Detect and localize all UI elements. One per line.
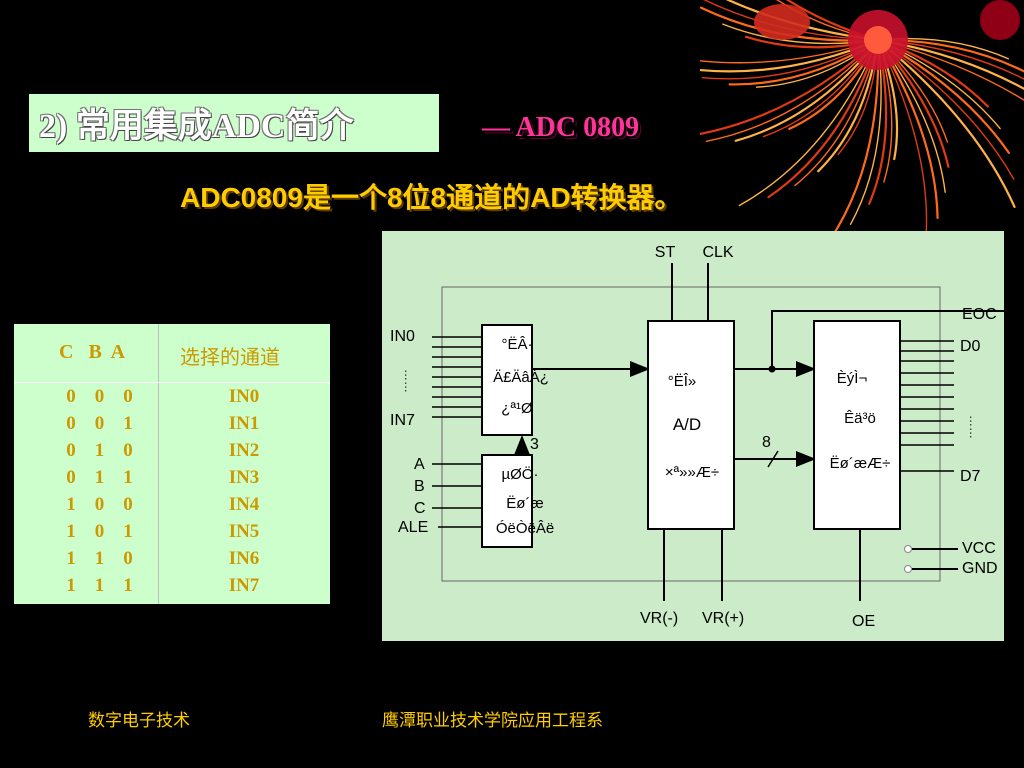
- input-bit-b: 1: [94, 575, 105, 596]
- table-row-channel: IN1: [228, 413, 260, 434]
- in7-label: IN7: [390, 412, 415, 429]
- footer-department: 鹰潭职业技术学院应用工程系: [382, 711, 603, 731]
- ale-label: ALE: [398, 519, 428, 536]
- data-output-lines: [900, 340, 954, 472]
- gnd-pin: [904, 565, 912, 573]
- input-bit-a: 1: [123, 521, 133, 542]
- input-bit-b: 0: [94, 413, 105, 434]
- chip-outline: [441, 286, 941, 582]
- input-bit-c: 0: [66, 440, 76, 461]
- input-bit-a: 1: [123, 413, 133, 434]
- input-bit-c: 1: [66, 494, 76, 515]
- description-text: ADC0809是一个8位8通道的AD转换器。: [180, 182, 683, 213]
- addr-b-label: B: [414, 478, 425, 495]
- table-row-channel: IN4: [228, 494, 260, 515]
- adc-line-3: ×ª»»Æ÷: [665, 464, 719, 481]
- input-bit-b: 0: [94, 494, 105, 515]
- latch-line-3: Ëø´æÆ÷: [830, 455, 891, 472]
- bus-width-3: 3: [530, 436, 539, 453]
- decoder-line-3: ÓëÒëÂë: [496, 520, 554, 537]
- table-row-channel: IN3: [228, 467, 260, 488]
- input-bit-c: 1: [66, 575, 76, 596]
- mux-line-3: ¿ª¹Ø: [501, 400, 533, 417]
- decoder-line-1: µØÖ·: [502, 465, 539, 483]
- vr-plus-label: VR(+): [702, 610, 744, 627]
- adc-block: [647, 320, 735, 530]
- table-row-channel: IN5: [228, 521, 260, 542]
- input-bit-c: 1: [66, 521, 76, 542]
- addr-a-label: A: [414, 456, 425, 473]
- vcc-pin: [904, 545, 912, 553]
- vcc-label: VCC: [962, 540, 996, 557]
- firework-decoration: [700, 0, 1024, 240]
- table-row-channel: IN7: [228, 575, 260, 596]
- input-bit-a: 1: [123, 467, 133, 488]
- footer-course: 数字电子技术: [88, 711, 190, 731]
- firework-ray: [877, 39, 1024, 101]
- in-dots: ……: [402, 369, 416, 393]
- table-row-channel: IN2: [228, 440, 260, 461]
- gnd-label: GND: [962, 560, 998, 577]
- bus-width-8: 8: [762, 434, 771, 451]
- address-decoder-block: [481, 454, 533, 548]
- input-bit-a: 0: [123, 494, 133, 515]
- input-bit-b: 1: [94, 548, 105, 569]
- adc-line-1: °ËÎ»: [668, 373, 697, 390]
- oe-label: OE: [852, 613, 875, 630]
- addr-c-label: C: [414, 500, 426, 517]
- analog-input-lines: [432, 336, 482, 418]
- input-bit-b: 0: [94, 386, 105, 407]
- eoc-line: [771, 310, 1004, 369]
- adc-line-2: A/D: [673, 415, 701, 434]
- address-input-lines: [432, 463, 482, 528]
- table-header-channel: 选择的通道: [180, 347, 280, 369]
- bus-slash: [767, 450, 779, 468]
- d7-label: D7: [960, 468, 981, 485]
- in0-label: IN0: [390, 328, 415, 345]
- table-divider: [158, 324, 159, 604]
- latch-line-1: ÈýÌ¬: [837, 370, 868, 387]
- clk-label: CLK: [702, 244, 733, 261]
- mux-block: [481, 324, 533, 436]
- firework-ray: [700, 39, 879, 64]
- out-dots: ……: [967, 415, 981, 439]
- table-row-channel: IN6: [228, 548, 260, 569]
- vr-minus-label: VR(-): [640, 610, 678, 627]
- chip-name-subtitle: — ADC 0809: [482, 112, 640, 143]
- input-bit-a: 0: [123, 386, 133, 407]
- table-header-inputs: C B A: [59, 341, 126, 363]
- input-bit-c: 0: [66, 413, 76, 434]
- decoder-line-2: Ëø´æ: [506, 495, 544, 512]
- latch-line-2: Êä³ö: [844, 410, 876, 427]
- input-bit-c: 0: [66, 467, 76, 488]
- table-row-channel: IN0: [228, 386, 260, 407]
- input-bit-b: 1: [94, 440, 105, 461]
- input-bit-a: 1: [123, 575, 133, 596]
- section-title: 2) 常用集成ADC简介: [29, 94, 439, 152]
- mux-line-2: Ä£ÄâÁ¿: [493, 369, 549, 386]
- input-bit-a: 0: [123, 440, 133, 461]
- d0-label: D0: [960, 338, 981, 355]
- table-header-divider: [14, 382, 330, 383]
- mux-line-1: °ËÂ·: [501, 336, 532, 353]
- input-bit-b: 0: [94, 521, 105, 542]
- st-label: ST: [655, 244, 676, 261]
- input-bit-c: 1: [66, 548, 76, 569]
- output-latch-block: [813, 320, 901, 530]
- input-bit-c: 0: [66, 386, 76, 407]
- eoc-label: EOC: [962, 306, 997, 323]
- adc0809-block-diagram: ST CLK °ËÂ· Ä£ÄâÁ¿ ¿ª¹Ø IN0 IN7 …… µØÖ· …: [382, 231, 1004, 641]
- input-bit-a: 0: [123, 548, 133, 569]
- input-bit-b: 1: [94, 467, 105, 488]
- firework-ray: [700, 38, 880, 136]
